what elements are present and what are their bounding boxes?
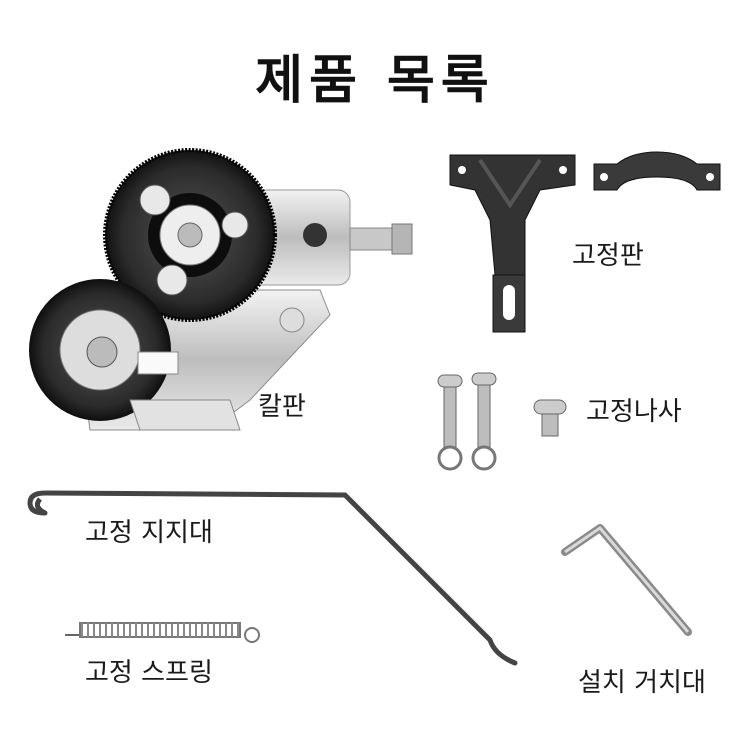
support-rod-image: [27, 490, 518, 666]
page-title: 제품 목록: [255, 51, 495, 111]
rod-label: 고정 지지대: [85, 518, 213, 548]
spring-image: [65, 622, 260, 643]
hex-wrench-image: [561, 524, 692, 636]
screws-label: 고정나사: [586, 397, 682, 427]
cutter-label: 칼판: [258, 392, 306, 422]
plate-label: 고정판: [572, 241, 644, 271]
spring-label: 고정 스프링: [85, 658, 213, 688]
cutter-assembly-image: [29, 148, 413, 431]
screws-image: [437, 372, 567, 471]
wrench-label: 설치 거치대: [578, 668, 706, 698]
clamp-image: [593, 151, 721, 191]
mounting-plate-image: [449, 154, 576, 333]
